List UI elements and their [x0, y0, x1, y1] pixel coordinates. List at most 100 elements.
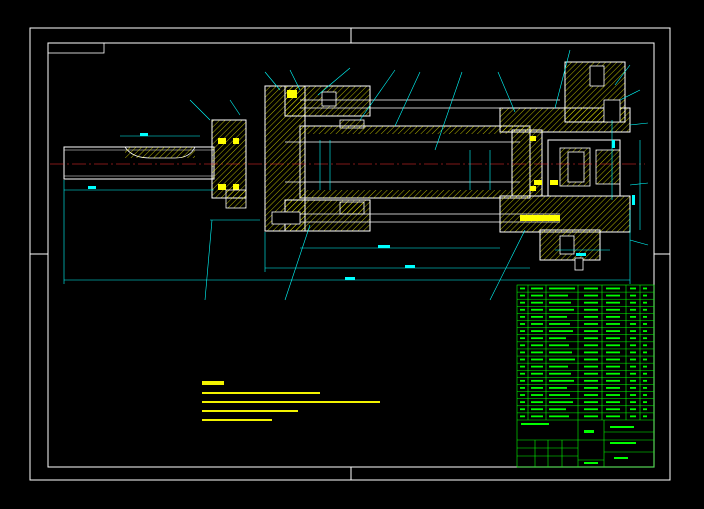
parts-cell-mark: [520, 372, 525, 375]
parts-cell-mark: [531, 337, 543, 340]
parts-cell-mark: [584, 294, 598, 297]
parts-cell-mark: [520, 365, 525, 368]
parts-cell-mark: [584, 301, 598, 304]
parts-cell-mark: [606, 394, 620, 396]
parts-cell-mark: [549, 379, 574, 382]
parts-list-marks: [520, 287, 647, 418]
parts-cell-mark: [606, 365, 620, 368]
parts-cell-mark: [630, 287, 636, 290]
parts-cell-mark: [584, 358, 598, 361]
parts-cell-mark: [549, 351, 572, 354]
parts-cell-mark: [531, 330, 543, 332]
parts-cell-mark: [643, 323, 647, 325]
parts-cell-mark: [584, 394, 598, 396]
parts-cell-mark: [520, 387, 525, 389]
rod-bearing: [211, 119, 247, 199]
parts-list-rows: [517, 291, 654, 414]
parts-cell-mark: [549, 337, 566, 340]
parts-cell-mark: [643, 408, 647, 411]
parts-cell-mark: [630, 323, 636, 325]
parts-cell-mark: [630, 372, 636, 375]
parts-cell-mark: [520, 358, 525, 361]
parts-cell-mark: [606, 344, 620, 347]
parts-cell-mark: [643, 387, 647, 389]
parts-cell-mark: [520, 344, 525, 347]
parts-cell-mark: [643, 330, 647, 332]
parts-cell-mark: [584, 351, 598, 354]
parts-cell-mark: [630, 294, 636, 297]
parts-cell-mark: [549, 394, 570, 396]
parts-cell-mark: [643, 379, 647, 382]
parts-cell-mark: [531, 379, 543, 382]
parts-cell-mark: [584, 401, 598, 404]
parts-cell-mark: [643, 315, 647, 318]
parts-cell-mark: [643, 365, 647, 368]
parts-cell-mark: [520, 415, 525, 418]
parts-cell-mark: [549, 344, 569, 347]
parts-cell-mark: [643, 372, 647, 375]
parts-cell-mark: [630, 351, 636, 354]
parts-cell-mark: [584, 379, 598, 382]
parts-cell-mark: [531, 365, 543, 368]
parts-cell-mark: [549, 365, 568, 368]
parts-cell-mark: [584, 308, 598, 311]
parts-cell-mark: [584, 372, 598, 375]
parts-cell-mark: [630, 358, 636, 361]
parts-cell-mark: [584, 365, 598, 368]
parts-cell-mark: [606, 337, 620, 340]
parts-cell-mark: [531, 394, 543, 396]
parts-cell-mark: [520, 351, 525, 354]
parts-cell-mark: [606, 401, 620, 404]
parts-cell-mark: [531, 323, 543, 325]
parts-cell-mark: [606, 408, 620, 411]
parts-cell-mark: [630, 315, 636, 318]
parts-cell-mark: [643, 351, 647, 354]
parts-cell-mark: [531, 401, 543, 404]
parts-cell-mark: [584, 315, 598, 318]
parts-cell-mark: [520, 330, 525, 332]
parts-cell-mark: [584, 287, 598, 290]
parts-cell-mark: [606, 315, 620, 318]
cylinder-barrel: [299, 125, 531, 199]
parts-cell-mark: [520, 323, 525, 325]
parts-cell-mark: [520, 308, 525, 311]
parts-cell-mark: [606, 330, 620, 332]
parts-cell-mark: [643, 337, 647, 340]
parts-cell-mark: [549, 408, 566, 411]
parts-cell-mark: [584, 387, 598, 389]
parts-cell-mark: [643, 287, 647, 290]
cylinder-assembly: [50, 61, 645, 271]
parts-cell-mark: [549, 415, 569, 418]
parts-cell-mark: [584, 330, 598, 332]
parts-cell-mark: [630, 408, 636, 411]
parts-cell-mark: [531, 294, 543, 297]
parts-cell-mark: [643, 358, 647, 361]
parts-cell-mark: [630, 365, 636, 368]
parts-cell-mark: [630, 308, 636, 311]
parts-cell-mark: [549, 294, 568, 297]
parts-cell-mark: [549, 323, 570, 325]
parts-cell-mark: [549, 330, 573, 332]
parts-cell-mark: [549, 401, 573, 404]
corner-tag-box: [47, 42, 105, 54]
dimension-ticks: [88, 133, 635, 280]
parts-cell-mark: [606, 308, 620, 311]
parts-cell-mark: [584, 415, 598, 418]
parts-cell-mark: [630, 344, 636, 347]
parts-cell-mark: [643, 294, 647, 297]
parts-cell-mark: [606, 358, 620, 361]
parts-cell-mark: [531, 287, 543, 290]
rear-cover-bottom: [499, 195, 631, 233]
parts-cell-mark: [584, 323, 598, 325]
parts-cell-mark: [531, 358, 543, 361]
parts-cell-mark: [606, 351, 620, 354]
parts-cell-mark: [549, 287, 575, 290]
parts-cell-mark: [520, 301, 525, 304]
parts-cell-mark: [606, 323, 620, 325]
parts-cell-mark: [606, 294, 620, 297]
parts-cell-mark: [630, 387, 636, 389]
parts-cell-mark: [531, 387, 543, 389]
parts-cell-mark: [643, 344, 647, 347]
parts-cell-mark: [630, 415, 636, 418]
